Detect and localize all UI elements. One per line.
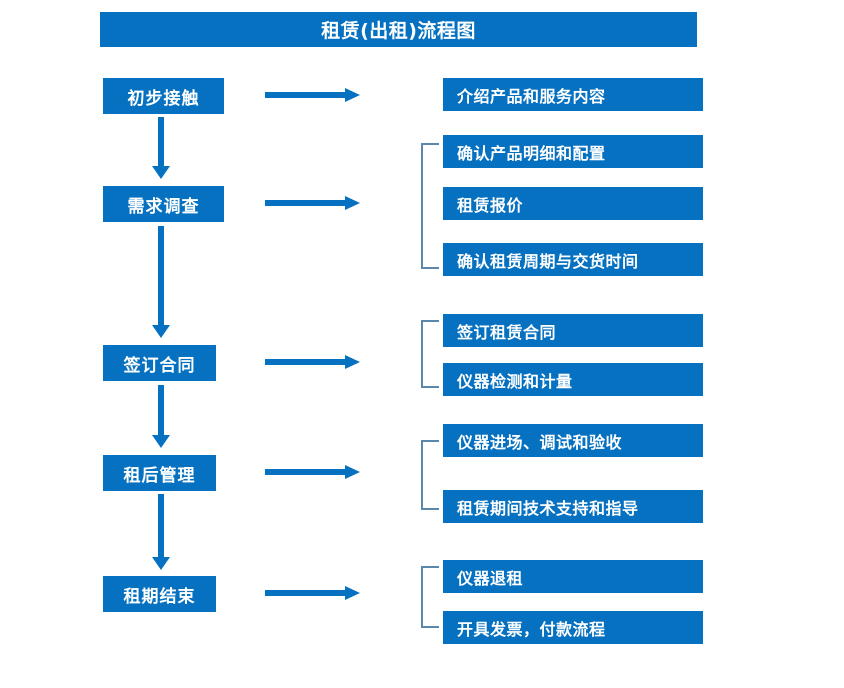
task-box-instrument-inspection[interactable]: 仪器检测和计量 bbox=[443, 363, 703, 396]
task-box-instrument-entry-commission[interactable]: 仪器进场、调试和验收 bbox=[443, 424, 703, 457]
bracket-stub-top bbox=[421, 143, 439, 145]
link-arrow-requirement-survey bbox=[265, 194, 360, 212]
group-bracket-sign-contract bbox=[421, 320, 443, 388]
task-box-sign-rental-contract[interactable]: 签订租赁合同 bbox=[443, 314, 703, 347]
bracket-spine bbox=[421, 566, 423, 628]
stage-box-requirement-survey[interactable]: 需求调查 bbox=[103, 186, 224, 222]
bracket-stub-bottom bbox=[421, 267, 439, 269]
arrow-shaft bbox=[265, 590, 347, 596]
group-bracket-post-rental bbox=[421, 440, 443, 510]
bracket-stub-bottom bbox=[421, 508, 439, 510]
arrow-head bbox=[152, 557, 170, 570]
task-box-rental-quotation[interactable]: 租赁报价 bbox=[443, 187, 703, 220]
arrow-shaft bbox=[158, 226, 164, 325]
link-arrow-initial-contact bbox=[265, 86, 360, 104]
stage-box-initial-contact[interactable]: 初步接触 bbox=[103, 78, 224, 114]
arrow-head bbox=[152, 166, 170, 179]
arrow-shaft bbox=[158, 117, 164, 166]
arrow-shaft bbox=[265, 200, 347, 206]
task-box-technical-support[interactable]: 租赁期间技术支持和指导 bbox=[443, 490, 703, 523]
group-bracket-rental-end bbox=[421, 566, 443, 628]
arrow-head bbox=[345, 355, 360, 369]
link-arrow-post-rental bbox=[265, 463, 360, 481]
task-box-confirm-period-delivery[interactable]: 确认租赁周期与交货时间 bbox=[443, 243, 703, 276]
bracket-stub-top bbox=[421, 320, 439, 322]
stage-box-post-rental-management[interactable]: 租后管理 bbox=[103, 455, 216, 491]
bracket-stub-top bbox=[421, 440, 439, 442]
flow-arrow-management-to-end bbox=[152, 494, 170, 570]
task-box-introduce-products[interactable]: 介绍产品和服务内容 bbox=[443, 78, 703, 111]
flow-arrow-survey-to-contract bbox=[152, 226, 170, 338]
arrow-shaft bbox=[158, 385, 164, 435]
group-bracket-requirement-survey bbox=[421, 143, 443, 269]
bracket-stub-bottom bbox=[421, 626, 439, 628]
task-box-confirm-product-detail[interactable]: 确认产品明细和配置 bbox=[443, 135, 703, 168]
arrow-head bbox=[345, 465, 360, 479]
arrow-shaft bbox=[265, 92, 347, 98]
task-box-invoice-payment[interactable]: 开具发票，付款流程 bbox=[443, 611, 703, 644]
bracket-spine bbox=[421, 143, 423, 269]
arrow-head bbox=[152, 325, 170, 338]
bracket-stub-bottom bbox=[421, 386, 439, 388]
arrow-shaft bbox=[265, 469, 347, 475]
bracket-stub-top bbox=[421, 566, 439, 568]
arrow-head bbox=[345, 88, 360, 102]
arrow-shaft bbox=[265, 359, 347, 365]
link-arrow-rental-end bbox=[265, 584, 360, 602]
bracket-spine bbox=[421, 320, 423, 388]
stage-box-rental-end[interactable]: 租期结束 bbox=[103, 576, 216, 612]
arrow-head bbox=[345, 586, 360, 600]
link-arrow-sign-contract bbox=[265, 353, 360, 371]
task-box-instrument-return[interactable]: 仪器退租 bbox=[443, 560, 703, 593]
flow-arrow-contract-to-management bbox=[152, 385, 170, 448]
stage-box-sign-contract[interactable]: 签订合同 bbox=[103, 345, 216, 381]
arrow-head bbox=[345, 196, 360, 210]
arrow-shaft bbox=[158, 494, 164, 557]
bracket-spine bbox=[421, 440, 423, 510]
flow-arrow-contact-to-survey bbox=[152, 117, 170, 179]
page-title: 租赁(出租)流程图 bbox=[100, 12, 697, 47]
arrow-head bbox=[152, 435, 170, 448]
